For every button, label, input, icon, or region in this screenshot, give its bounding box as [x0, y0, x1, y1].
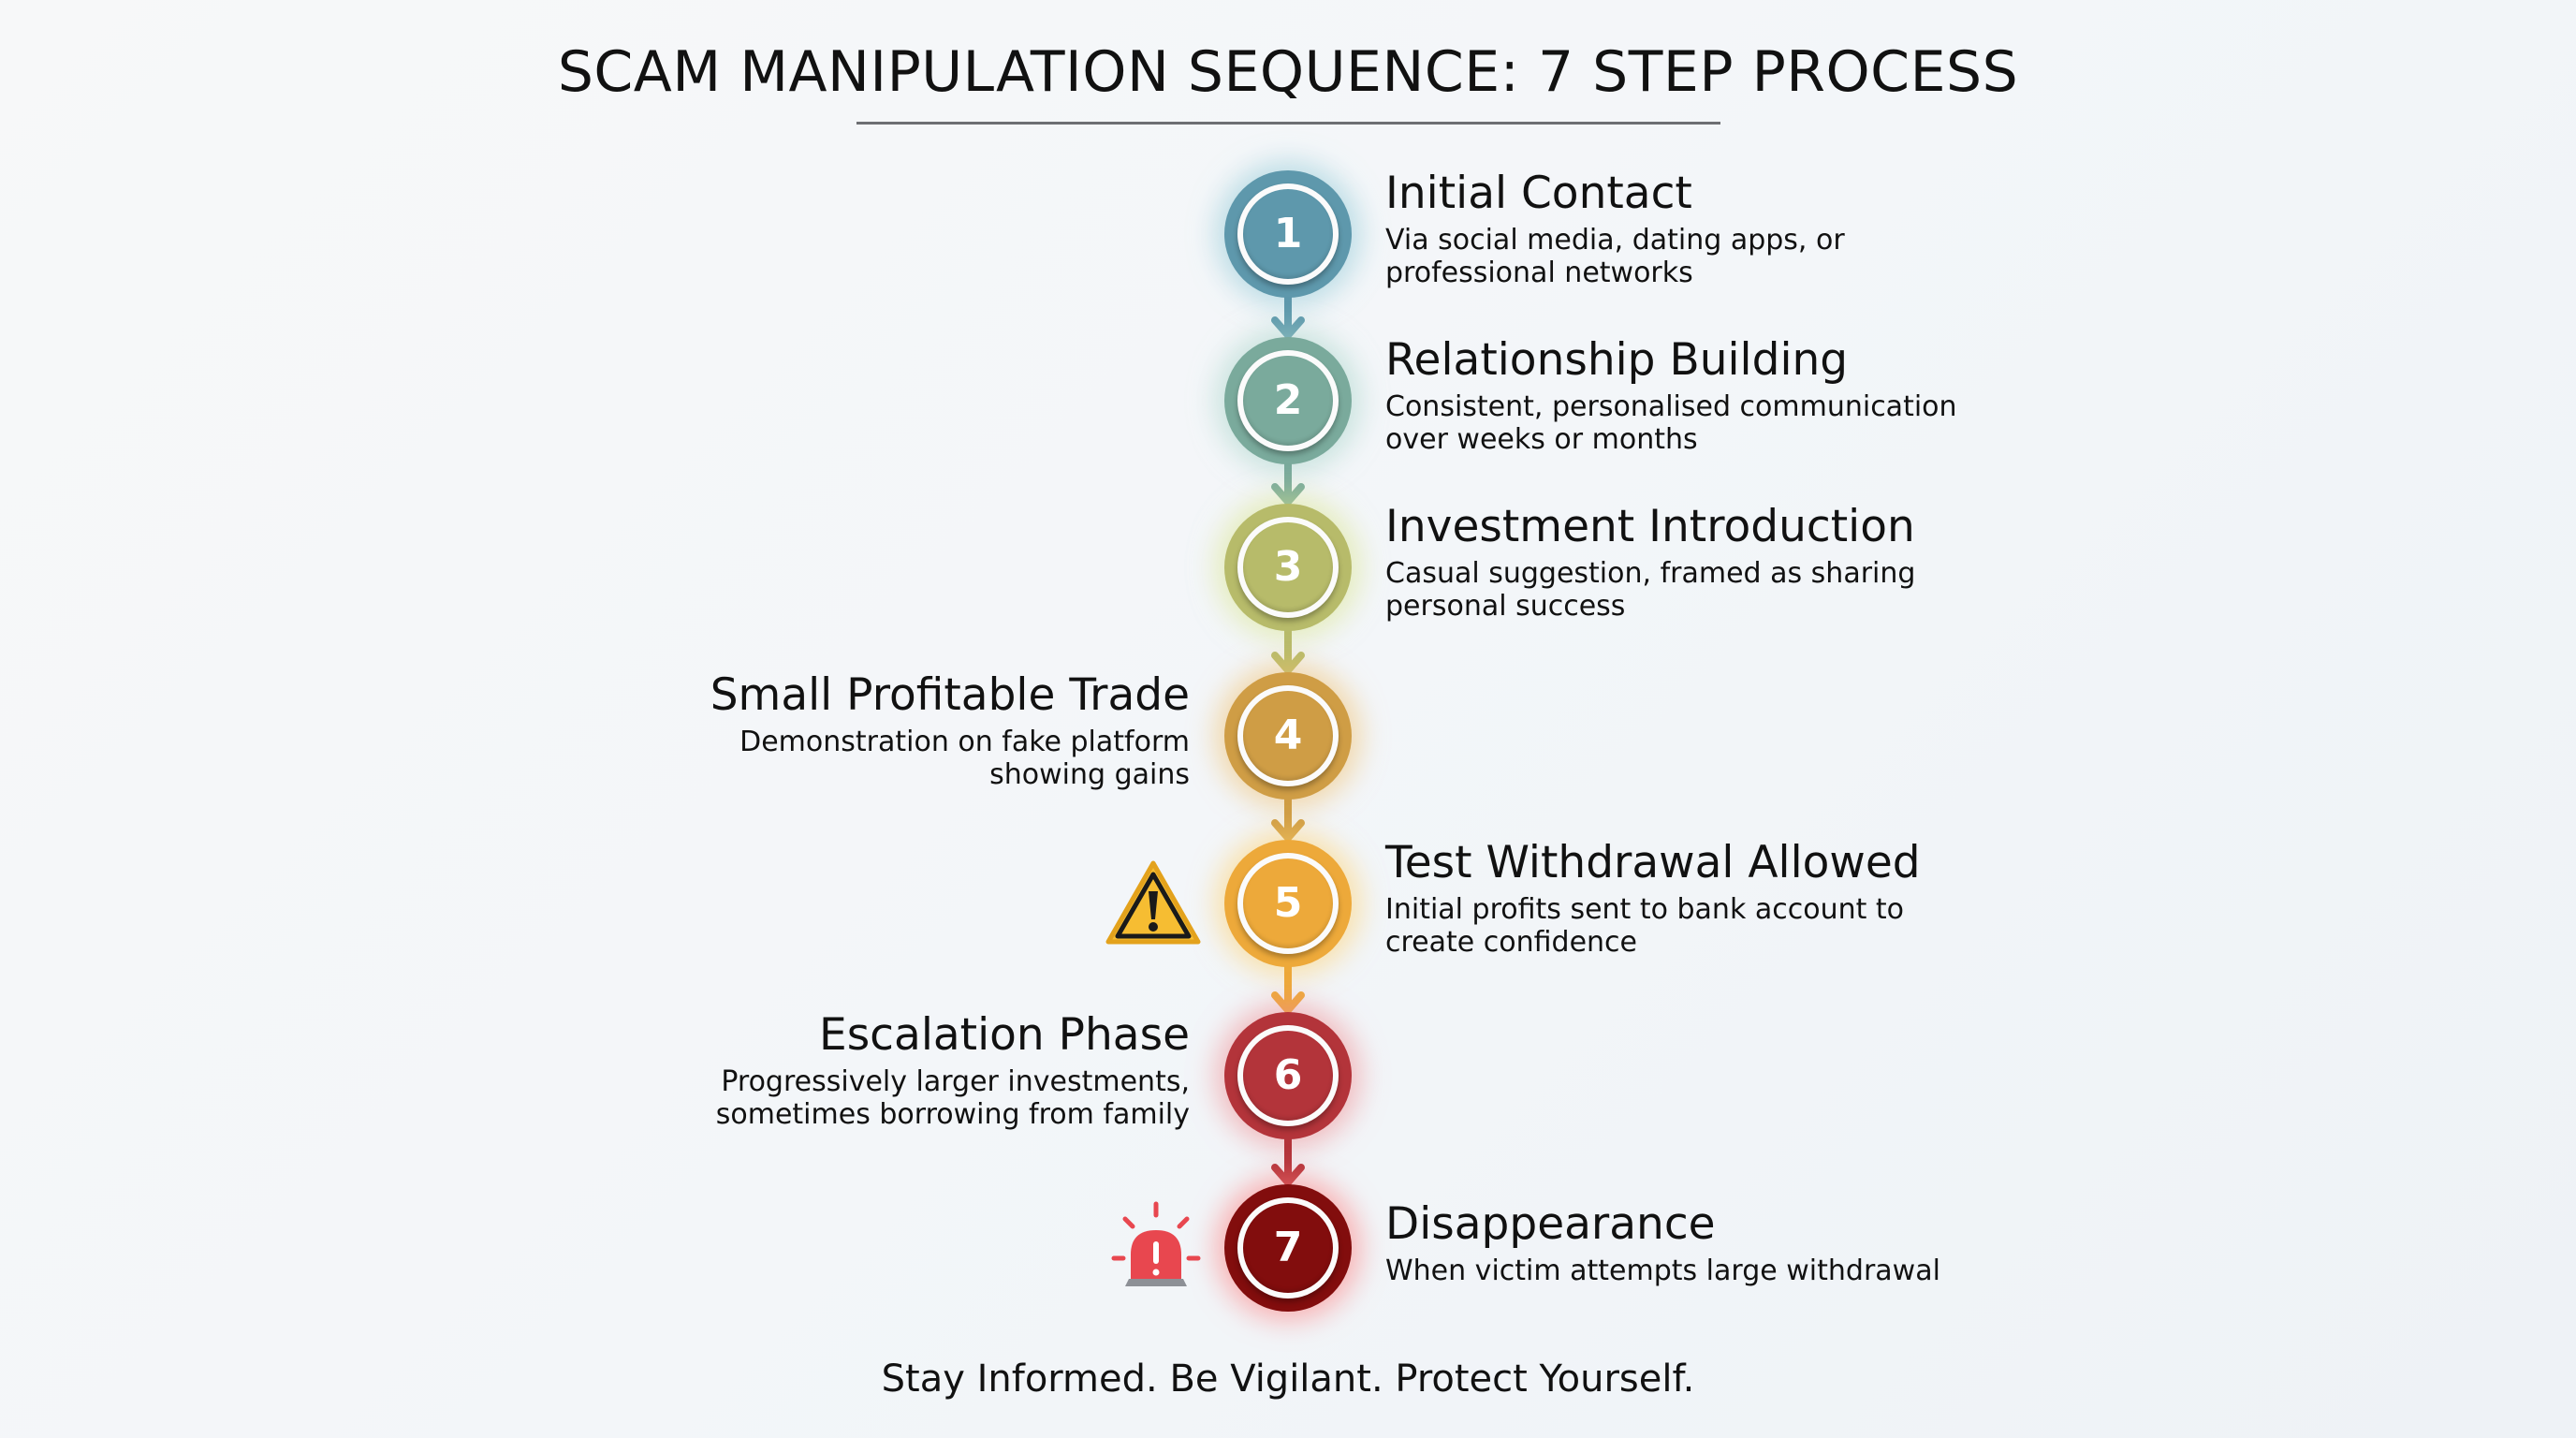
step-title: Investment Introduction [1385, 501, 1915, 552]
step-description-line: Demonstration on fake platform [739, 726, 1190, 758]
step-6-inner-ring [1237, 1025, 1339, 1126]
step-7-inner-ring [1237, 1197, 1339, 1299]
step-number: 4 [1273, 712, 1303, 759]
title-main: SCAM MANIPULATION SEQUENCE: [557, 39, 1520, 105]
step-description-line: Progressively larger investments, [721, 1065, 1190, 1098]
step-number: 5 [1273, 879, 1303, 927]
footer-tagline: Stay Informed. Be Vigilant. Protect Your… [881, 1357, 1695, 1401]
step-description: Progressively larger investments,sometim… [716, 1065, 1190, 1131]
step-4-circle: 4 [1224, 672, 1352, 800]
step-title: Small Profitable Trade [710, 669, 1190, 721]
step-description-line: over weeks or months [1385, 423, 1698, 456]
step-number: 6 [1273, 1051, 1303, 1099]
step-description-line: professional networks [1385, 257, 1693, 289]
arrow-down-icon [1271, 1137, 1305, 1186]
title-sub: 7 STEP PROCESS [1537, 39, 2019, 105]
step-description-line: Initial profits sent to bank account to [1385, 893, 1905, 926]
step-title: Disappearance [1385, 1197, 1716, 1250]
arrow-down-icon [1271, 965, 1305, 1014]
step-description-line: When victim attempts large withdrawal [1385, 1254, 1940, 1287]
step-number: 1 [1273, 210, 1303, 257]
arrow-down-icon [1271, 629, 1305, 674]
step-description-line: personal success [1385, 590, 1626, 623]
step-description-line: sometimes borrowing from family [715, 1098, 1190, 1131]
step-title: Escalation Phase [819, 1009, 1190, 1061]
step-2-circle: 2 [1224, 337, 1352, 464]
step-2-inner-ring [1237, 350, 1339, 451]
step-description: When victim attempts large withdrawal [1385, 1255, 1940, 1287]
step-number: 7 [1273, 1224, 1303, 1271]
step-description-line: showing gains [989, 758, 1190, 791]
step-number: 3 [1273, 543, 1303, 591]
step-title: Test Withdrawal Allowed [1385, 837, 1921, 888]
step-7-circle: 7 [1224, 1184, 1352, 1312]
step-title: Relationship Building [1385, 334, 1849, 386]
step-description-line: Casual suggestion, framed as sharing [1385, 557, 1916, 590]
step-4-inner-ring [1237, 685, 1339, 786]
step-number: 2 [1273, 376, 1303, 424]
step-1-circle: 1 [1224, 170, 1352, 298]
step-1-inner-ring [1237, 183, 1339, 285]
step-5-inner-ring [1237, 853, 1339, 954]
siren-alarm-icon [1111, 1201, 1201, 1286]
step-description-line: create confidence [1385, 926, 1637, 959]
step-description-line: Consistent, personalised communication [1385, 390, 1957, 423]
step-title: Initial Contact [1385, 168, 1692, 219]
step-description-line: Via social media, dating apps, or [1385, 224, 1845, 257]
arrow-down-icon [1271, 798, 1305, 842]
page-title: SCAM MANIPULATION SEQUENCE: 7 STEP PROCE… [0, 39, 2576, 105]
step-6-circle: 6 [1224, 1012, 1352, 1139]
warning-icon [1105, 860, 1201, 945]
step-5-circle: 5 [1224, 840, 1352, 967]
arrow-down-icon [1271, 462, 1305, 506]
step-3-inner-ring [1237, 517, 1339, 618]
step-3-circle: 3 [1224, 504, 1352, 631]
title-divider [856, 122, 1720, 125]
arrow-down-icon [1271, 296, 1305, 339]
